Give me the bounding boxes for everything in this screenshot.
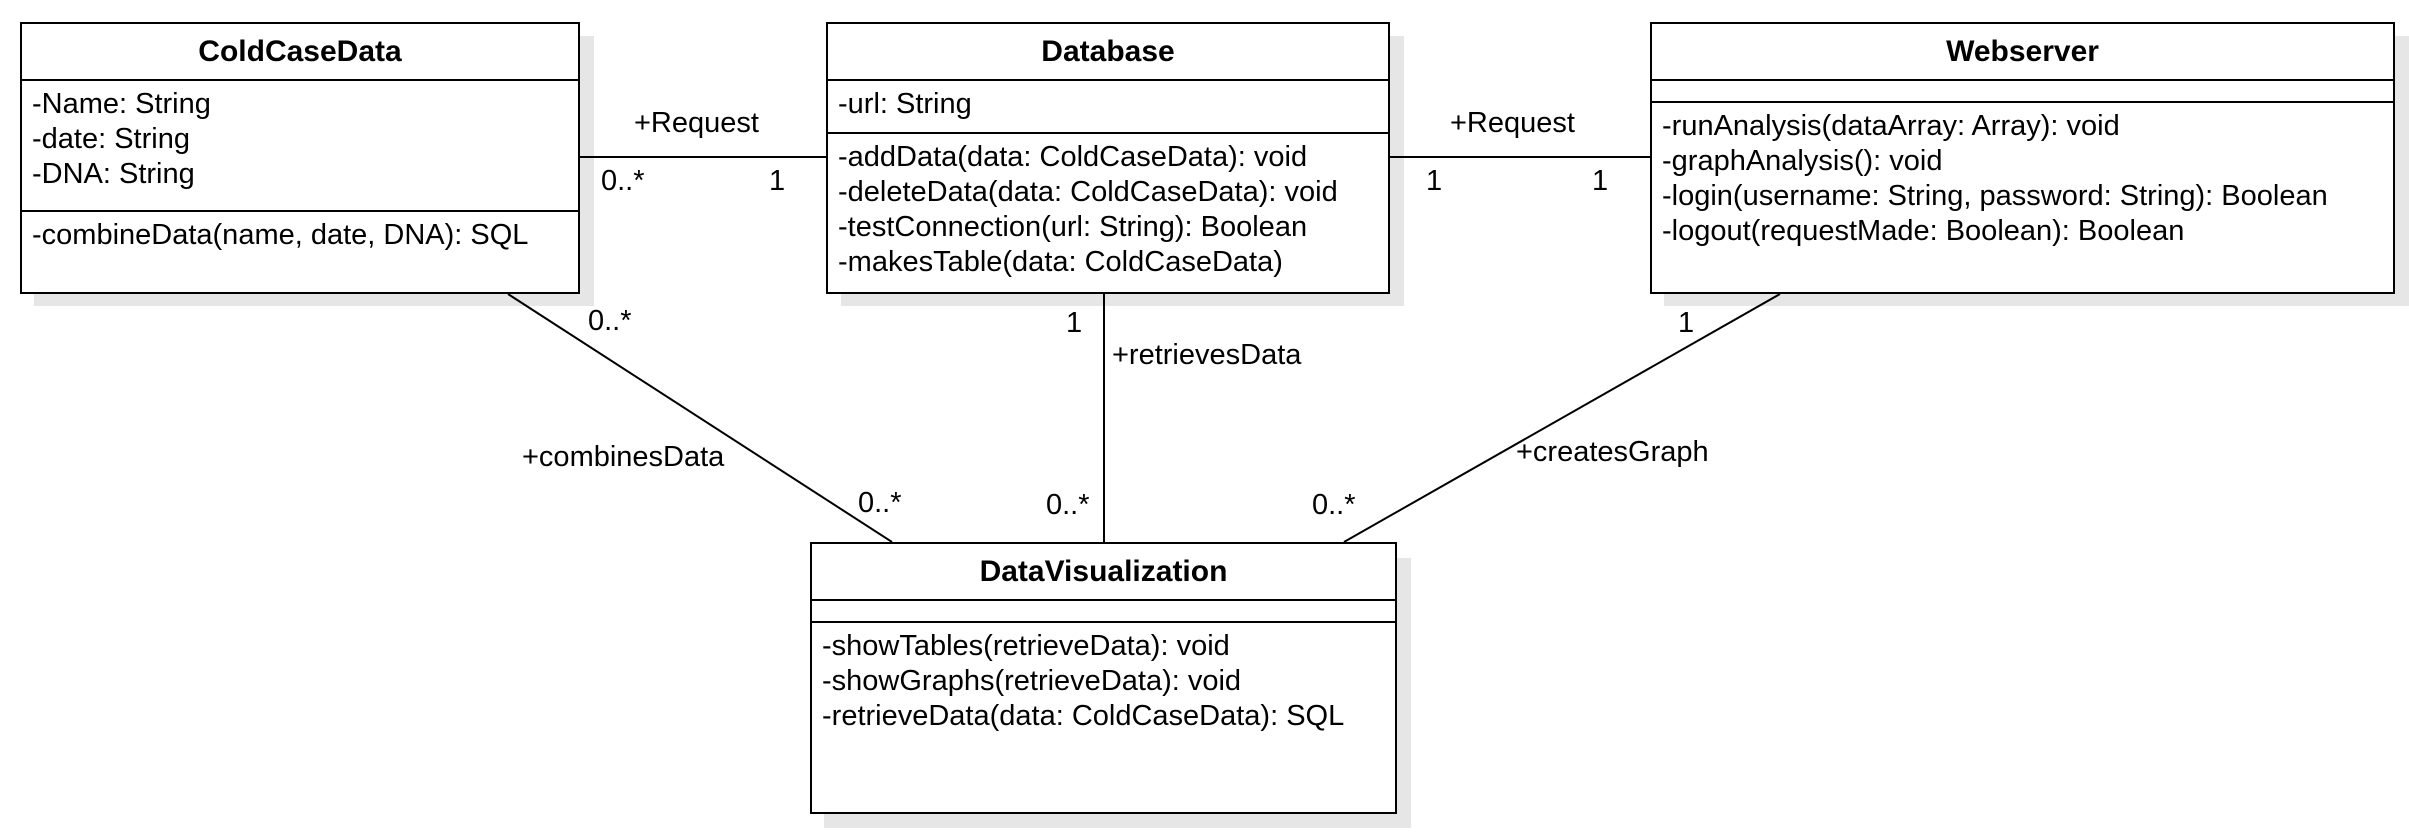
method: -combineData(name, date, DNA): SQL	[32, 219, 529, 251]
multiplicity-coldcase-side: 0..*	[588, 305, 632, 337]
attributes-section	[1652, 81, 2393, 103]
method: -deleteData(data: ColdCaseData): void	[838, 176, 1338, 208]
assoc-label-database-dataviz: +retrievesData	[1112, 339, 1302, 371]
method: -runAnalysis(dataArray: Array): void	[1662, 110, 2120, 142]
class-name: ColdCaseData	[22, 24, 578, 81]
class-name: Webserver	[1652, 24, 2393, 81]
method: -login(username: String, password: Strin…	[1662, 180, 2328, 212]
assoc-label-webserver-dataviz: +createsGraph	[1516, 436, 1709, 468]
class-name: DataVisualization	[812, 544, 1395, 601]
assoc-line-coldcase-dataviz	[507, 293, 893, 543]
multiplicity-dataviz-side: 0..*	[858, 487, 902, 519]
methods-section: -addData(data: ColdCaseData): void -dele…	[828, 134, 1388, 286]
attributes-section: -url: String	[828, 81, 1388, 134]
method: -graphAnalysis(): void	[1662, 145, 1943, 177]
method: -retrieveData(data: ColdCaseData): SQL	[822, 700, 1345, 732]
methods-section: -showTables(retrieveData): void -showGra…	[812, 623, 1395, 740]
assoc-label-coldcase-dataviz: +combinesData	[522, 441, 725, 473]
method: -showTables(retrieveData): void	[822, 630, 1230, 662]
attribute: -Name: String	[32, 88, 211, 120]
method: -logout(requestMade: Boolean): Boolean	[1662, 215, 2185, 247]
class-coldcasedata[interactable]: ColdCaseData -Name: String -date: String…	[20, 22, 580, 294]
methods-section: -runAnalysis(dataArray: Array): void -gr…	[1652, 103, 2393, 255]
attributes-section: -Name: String -date: String -DNA: String	[22, 81, 578, 212]
multiplicity-webserver-side: 1	[1592, 165, 1609, 197]
multiplicity-database-side: 1	[1066, 307, 1083, 339]
assoc-label-database-webserver: +Request	[1450, 107, 1575, 139]
method: -showGraphs(retrieveData): void	[822, 665, 1242, 697]
assoc-label-coldcase-database: +Request	[634, 107, 759, 139]
class-webserver[interactable]: Webserver -runAnalysis(dataArray: Array)…	[1650, 22, 2395, 294]
method: -testConnection(url: String): Boolean	[838, 211, 1308, 243]
method: -addData(data: ColdCaseData): void	[838, 141, 1308, 173]
multiplicity-dataviz-side: 0..*	[1046, 489, 1090, 521]
attributes-section	[812, 601, 1395, 623]
class-name: Database	[828, 24, 1388, 81]
attribute: -DNA: String	[32, 158, 195, 190]
multiplicity-database-side: 1	[769, 165, 786, 197]
attribute: -date: String	[32, 123, 190, 155]
multiplicity-database-side: 1	[1426, 165, 1443, 197]
multiplicity-webserver-side: 1	[1678, 307, 1695, 339]
multiplicity-dataviz-side: 0..*	[1312, 489, 1356, 521]
multiplicity-coldcase-side: 0..*	[601, 165, 645, 197]
assoc-line-webserver-dataviz	[1343, 293, 1781, 543]
class-database[interactable]: Database -url: String -addData(data: Col…	[826, 22, 1390, 294]
attribute: -url: String	[838, 88, 972, 120]
methods-section: -combineData(name, date, DNA): SQL	[22, 212, 578, 259]
method: -makesTable(data: ColdCaseData)	[838, 246, 1283, 278]
class-datavisualization[interactable]: DataVisualization -showTables(retrieveDa…	[810, 542, 1397, 814]
